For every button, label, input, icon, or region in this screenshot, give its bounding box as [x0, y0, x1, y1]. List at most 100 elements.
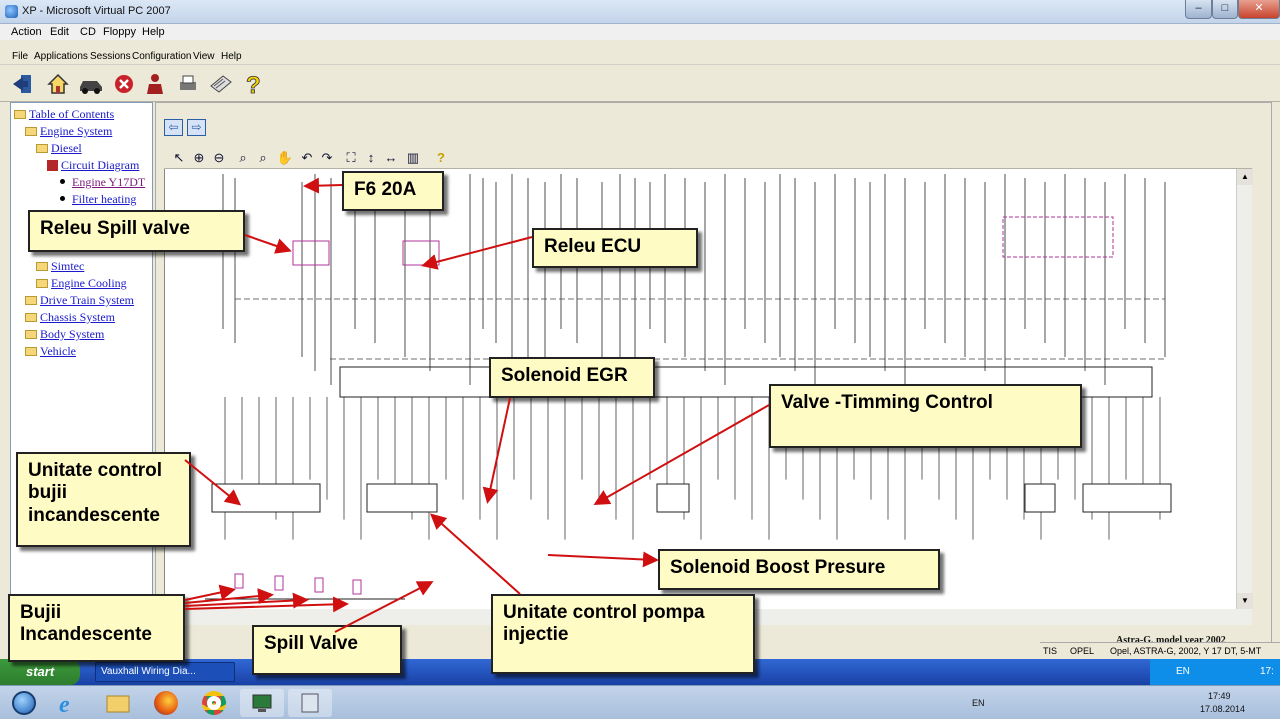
glow-plug [352, 579, 362, 595]
module-b46 [1082, 483, 1172, 513]
tree-item-chassis-system[interactable]: Chassis System [25, 310, 115, 325]
car-icon[interactable] [78, 71, 104, 97]
tree-label: Filter heating [72, 192, 137, 206]
notepad-icon[interactable] [208, 71, 234, 97]
zoom-in-icon[interactable]: ⊕ [193, 150, 205, 165]
menu-floppy[interactable]: Floppy [103, 26, 137, 38]
vpc-menu-bar: Action Edit CD Floppy Help [0, 24, 1280, 40]
folder-icon [36, 144, 48, 153]
app-menu-bar: File Applications Sessions Configuration… [0, 48, 1280, 65]
callout-valve-timing: Valve -Timming Control [769, 384, 1082, 448]
w7-language[interactable]: EN [972, 698, 985, 708]
help-icon[interactable]: ? [437, 150, 445, 165]
app-menu-sessions[interactable]: Sessions [90, 51, 131, 62]
callout-bujii: Bujii Incandescente [8, 594, 185, 662]
status-vehicle: Opel, ASTRA-G, 2002, Y 17 DT, 5-MT [1110, 646, 1262, 656]
chrome-icon[interactable] [192, 689, 236, 717]
app-menu-help[interactable]: Help [221, 51, 242, 62]
app-menu-view[interactable]: View [193, 51, 215, 62]
callout-solenoid-boost: Solenoid Boost Presure [658, 549, 940, 590]
print-icon[interactable] [175, 71, 201, 97]
virtual-pc-taskbar-icon[interactable] [240, 689, 284, 717]
ecu-block [339, 366, 1153, 398]
diagram-footer-title: Astra-G, model year 2002 [1116, 635, 1226, 646]
tree-item-engine-cooling[interactable]: Engine Cooling [36, 276, 127, 291]
tree-item-engine-y17dt[interactable]: Engine Y17DT [60, 175, 145, 190]
scroll-up-icon[interactable]: ▲ [1237, 169, 1253, 185]
file-explorer-icon[interactable] [96, 689, 140, 717]
tree-label: Body System [40, 327, 105, 341]
xp-task-button[interactable]: Vauxhall Wiring Dia... [95, 662, 235, 682]
callout-solenoid-egr: Solenoid EGR [489, 357, 655, 398]
tree-label: Engine System [40, 124, 113, 138]
folder-icon [25, 127, 37, 136]
scroll-down-icon[interactable]: ▼ [1237, 593, 1253, 609]
tree-item-filter-heating[interactable]: Filter heating [60, 192, 136, 207]
tree-label: Engine Cooling [51, 276, 127, 290]
tree-label: Simtec [51, 259, 85, 273]
tree-item-diesel[interactable]: Diesel [36, 141, 82, 156]
tree-item-simtec[interactable]: Simtec [36, 259, 84, 274]
rotate-right-icon[interactable]: ↷ [321, 150, 333, 165]
windows-start-icon[interactable] [2, 689, 46, 717]
minimize-button[interactable]: – [1185, 0, 1212, 19]
folder-icon [25, 296, 37, 305]
forward-arrow-icon[interactable]: ⇨ [187, 119, 206, 136]
exit-icon[interactable] [10, 71, 36, 97]
module-m41 [656, 483, 690, 513]
tree-item-table-of-contents[interactable]: Table of Contents [14, 107, 114, 122]
tree-item-vehicle[interactable]: Vehicle [25, 344, 76, 359]
folder-icon [14, 110, 26, 119]
xp-start-button[interactable]: start [0, 659, 80, 685]
technician-icon[interactable] [142, 71, 168, 97]
folder-icon [36, 279, 48, 288]
tree-item-circuit-diagram[interactable]: Circuit Diagram [47, 158, 139, 173]
rotate-left-icon[interactable]: ↶ [301, 150, 313, 165]
module-b34 [1024, 483, 1056, 513]
xp-language[interactable]: EN [1176, 666, 1190, 677]
pan-icon[interactable]: ✋ [276, 150, 294, 165]
fit-width-icon[interactable]: ↔ [384, 150, 398, 165]
select-icon[interactable]: ↖ [173, 150, 185, 165]
callout-releu-ecu: Releu ECU [532, 228, 698, 268]
app-menu-file[interactable]: File [12, 51, 29, 62]
tree-item-body-system[interactable]: Body System [25, 327, 104, 342]
back-arrow-icon[interactable]: ⇦ [164, 119, 183, 136]
vertical-scrollbar[interactable]: ▲ ▼ [1236, 169, 1253, 609]
vpc-window-taskbar-icon[interactable] [288, 689, 332, 717]
stop-icon[interactable] [111, 71, 137, 97]
menu-help[interactable]: Help [142, 26, 165, 38]
w7-clock: 17:49 [1208, 691, 1231, 701]
relay-k18 [402, 240, 440, 266]
app-menu-applications[interactable]: Applications [34, 51, 88, 62]
callout-spill-valve: Spill Valve [252, 625, 402, 675]
menu-edit[interactable]: Edit [50, 26, 69, 38]
tree-label: Engine Y17DT [72, 175, 146, 189]
tree-item-drive-train-system[interactable]: Drive Train System [25, 293, 134, 308]
maximize-button[interactable]: □ [1212, 0, 1238, 19]
help-icon[interactable]: ? [241, 71, 267, 97]
zoom-window-icon[interactable]: ⌕ [259, 150, 267, 165]
app-menu-configuration[interactable]: Configuration [132, 51, 192, 62]
tree-item-engine-system[interactable]: Engine System [25, 124, 112, 139]
tree-label: Table of Contents [29, 107, 115, 121]
menu-action[interactable]: Action [11, 26, 42, 38]
highlight-icon[interactable]: ▥ [406, 150, 420, 165]
bullet-icon [60, 196, 65, 201]
zoom-out-icon[interactable]: ⊖ [213, 150, 225, 165]
folder-icon [36, 262, 48, 271]
fit-height-icon[interactable]: ↕ [367, 150, 375, 165]
tree-label: Chassis System [40, 310, 116, 324]
sensor-b19 [1002, 216, 1114, 258]
zoom-icon[interactable]: ⌕ [239, 150, 247, 165]
folder-icon [25, 347, 37, 356]
internet-explorer-icon[interactable]: e [48, 689, 92, 717]
menu-cd[interactable]: CD [80, 26, 96, 38]
fit-page-icon[interactable]: ⛶ [346, 150, 356, 165]
relay-k66 [292, 240, 330, 266]
callout-f6-fuse: F6 20A [342, 171, 444, 211]
close-button[interactable]: ✕ [1238, 0, 1280, 19]
window-title: XP - Microsoft Virtual PC 2007 [22, 5, 171, 17]
home-icon[interactable] [45, 71, 71, 97]
firefox-icon[interactable] [144, 689, 188, 717]
